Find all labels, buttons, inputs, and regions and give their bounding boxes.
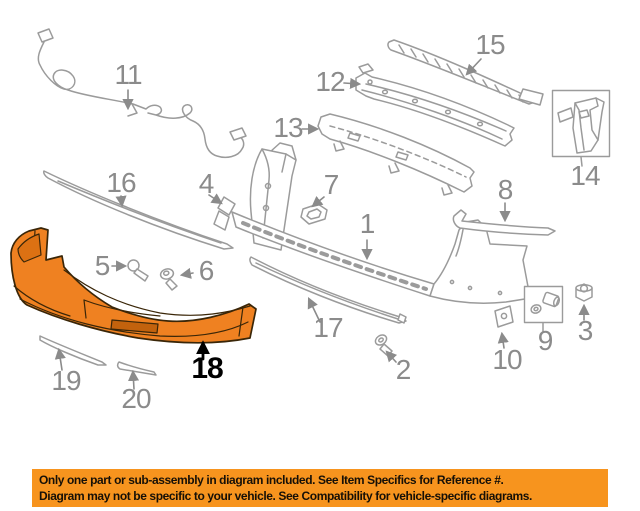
part-9-drawing — [523, 285, 564, 332]
callout-1: 1 — [359, 208, 376, 239]
callout-7: 7 — [323, 169, 340, 200]
callout-20: 20 — [121, 383, 151, 414]
part-20-drawing — [116, 361, 157, 376]
callout-6: 6 — [198, 255, 215, 286]
callout-19: 19 — [51, 365, 81, 396]
callout-9: 9 — [537, 325, 554, 356]
callout-14: 14 — [570, 160, 600, 191]
callout-18: 18 — [191, 352, 223, 385]
part-17-drawing — [249, 256, 407, 324]
callout-10: 10 — [492, 344, 522, 375]
arrow-4 — [208, 193, 223, 205]
callout-2: 2 — [395, 354, 412, 385]
disclaimer-banner: Only one part or sub-assembly in diagram… — [32, 469, 608, 507]
arrow-10 — [497, 331, 509, 349]
callout-13: 13 — [273, 112, 303, 143]
part-1-drawing — [231, 211, 532, 304]
disclaimer-line-1: Only one part or sub-assembly in diagram… — [39, 473, 504, 487]
part-19-drawing — [39, 335, 107, 366]
part-11-drawing — [37, 28, 247, 159]
arrow-16 — [115, 195, 127, 208]
part-13-drawing — [317, 113, 475, 196]
arrow-7 — [311, 195, 325, 208]
part-16-drawing — [43, 170, 234, 250]
callout-17: 17 — [313, 312, 343, 343]
part-4-drawing — [213, 196, 236, 231]
callout-11: 11 — [114, 59, 142, 90]
part-10-drawing — [494, 305, 514, 328]
callout-16: 16 — [106, 167, 136, 198]
part-8-drawing — [452, 209, 556, 236]
part-15-drawing — [387, 39, 544, 106]
arrow-19 — [54, 347, 66, 371]
part-12-drawing — [355, 63, 515, 147]
part-6-drawing — [159, 268, 178, 291]
arrow-2 — [385, 350, 398, 363]
part-5-drawing — [127, 259, 149, 282]
diagram-canvas — [10, 28, 611, 390]
callout-4: 4 — [198, 168, 215, 199]
arrow-20 — [127, 369, 140, 390]
callout-5: 5 — [94, 250, 111, 281]
disclaimer-line-2: Diagram may not be specific to your vehi… — [39, 489, 532, 503]
callout-15: 15 — [475, 29, 505, 60]
part-18-highlighted-drawing — [10, 227, 257, 344]
arrow-12 — [343, 77, 362, 89]
arrow-6 — [179, 267, 194, 279]
callout-arrows — [54, 58, 590, 390]
part-3-drawing — [575, 283, 593, 302]
arrow-15 — [465, 58, 482, 76]
callout-8: 8 — [497, 174, 514, 205]
callout-12: 12 — [315, 66, 345, 97]
callout-3: 3 — [577, 315, 594, 346]
arrow-17 — [307, 296, 321, 323]
part-14-drawing — [551, 89, 611, 167]
